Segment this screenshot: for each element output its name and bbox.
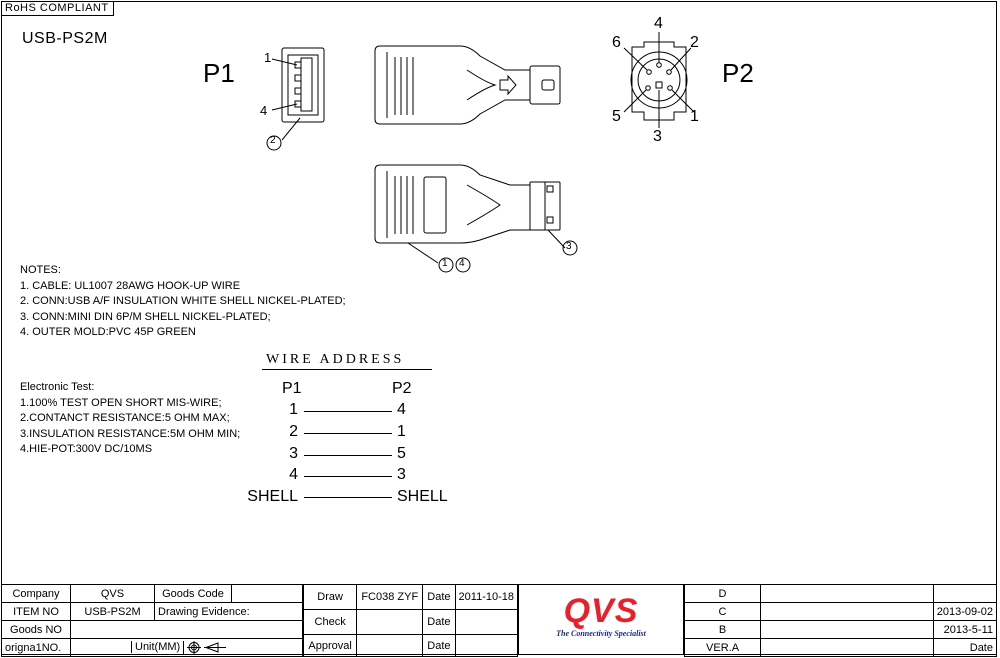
wire-col-p2-header: P2 [392, 380, 412, 397]
p2-pin-4-label: 4 [654, 15, 663, 32]
company-logo: QVS The Connectivity Specialist [518, 584, 684, 655]
p2-label: P2 [722, 58, 754, 88]
approval-date-label: Date [422, 634, 456, 657]
revision-date: 2013-5-11 [932, 620, 998, 639]
revision-description [760, 602, 934, 621]
wire-row-p2: 1 [397, 423, 406, 440]
original-no-label: origna1NO. [1, 638, 71, 657]
revision-description [760, 620, 934, 639]
company-value: QVS [70, 584, 155, 603]
logo-tagline: The Connectivity Specialist [556, 629, 646, 638]
unit-label: Unit(MM) [131, 641, 181, 654]
callout-3-label: 3 [566, 241, 572, 252]
wire-row-p1: 4 [289, 466, 298, 483]
revision-code: VER.A [683, 638, 762, 657]
wire-line [304, 411, 392, 412]
company-label: Company [1, 584, 71, 603]
side-view-top [374, 45, 561, 125]
revision-code: B [683, 620, 762, 639]
title-block-approvals: Draw FC038 ZYF Date 2011-10-18 Check Dat… [302, 584, 519, 657]
wire-row-p1: 2 [289, 423, 298, 440]
wire-row-p2: 4 [397, 401, 406, 418]
test-item: 1.100% TEST OPEN SHORT MIS-WIRE; [20, 396, 222, 409]
electronic-test-heading: Electronic Test: [20, 381, 95, 393]
unit-cell: Unit(MM) [70, 638, 303, 657]
goods-no-value [70, 620, 303, 639]
p2-pin-1-label: 1 [690, 108, 699, 125]
p2-pin-6-label: 6 [612, 34, 621, 51]
approval-label: Approval [302, 634, 358, 657]
revision-date: 2013-09-02 [932, 602, 998, 621]
revision-description [760, 584, 934, 603]
notes-heading: NOTES: [20, 264, 61, 276]
revision-date [932, 584, 998, 603]
check-date-label: Date [422, 609, 456, 635]
check-label: Check [302, 609, 358, 635]
wire-col-p1-header: P1 [282, 380, 302, 397]
p1-pin-top-label: 1 [264, 50, 272, 65]
wire-row-p1: 1 [289, 401, 298, 418]
side-view-bottom [374, 164, 578, 273]
goods-no-label: Goods NO [1, 620, 71, 639]
wire-line [304, 476, 392, 477]
logo-wordmark: QVS [563, 592, 639, 630]
drawing-evidence-label: Drawing Evidence: [154, 602, 303, 621]
goods-code-value [231, 584, 303, 603]
electronic-test-block: Electronic Test: 1.100% TEST OPEN SHORT … [20, 380, 240, 458]
wire-address-underline [262, 369, 432, 370]
draw-value: FC038 ZYF [356, 584, 424, 610]
item-no-value: USB-PS2M [70, 602, 155, 621]
check-value [356, 609, 424, 635]
drawing-title: USB-PS2M [22, 30, 108, 47]
test-item: 2.CONTANCT RESISTANCE:5 OHM MAX; [20, 412, 230, 424]
p2-pin-3-label: 3 [653, 128, 662, 145]
p2-pin-5-label: 5 [612, 108, 621, 125]
draw-date-value: 2011-10-18 [454, 584, 519, 610]
callout-2-label: 2 [270, 135, 276, 146]
test-item: 4.HIE-POT:300V DC/10MS [20, 443, 153, 455]
wire-line [304, 497, 392, 498]
note-item: 2. CONN:USB A/F INSULATION WHITE SHELL N… [20, 295, 346, 307]
revision-code: C [683, 602, 762, 621]
approval-value [356, 634, 424, 657]
draw-label: Draw [302, 584, 358, 610]
wire-row-p2: 5 [397, 445, 406, 462]
wire-row-p1: 3 [289, 445, 298, 462]
wire-address-title: WIRE ADDRESS [266, 352, 405, 367]
check-date-value [454, 609, 519, 635]
p1-pin-bottom-label: 4 [260, 103, 268, 118]
notes-block: NOTES: 1. CABLE: UL1007 28AWG HOOK-UP WI… [20, 263, 346, 341]
wire-line [304, 455, 392, 456]
projection-symbol [183, 641, 230, 654]
usb-a-end-view [266, 47, 325, 151]
callout-4-label: 4 [459, 258, 465, 269]
revision-description [760, 638, 934, 657]
p2-pin-2-label: 2 [690, 34, 699, 51]
callout-1-label: 1 [442, 258, 448, 269]
note-item: 3. CONN:MINI DIN 6P/M SHELL NICKEL-PLATE… [20, 310, 271, 323]
wire-line [304, 433, 392, 434]
projection-icon [187, 641, 227, 654]
rohs-badge: RoHS COMPLIANT [1, 1, 114, 16]
item-no-label: ITEM NO [1, 602, 71, 621]
approval-date-value [454, 634, 519, 657]
wire-row-p2: SHELL [397, 488, 448, 505]
title-block-left: Company QVS Goods Code ITEM NO USB-PS2M … [1, 584, 303, 657]
test-item: 3.INSULATION RESISTANCE:5M OHM MIN; [20, 427, 241, 440]
connector-drawing [266, 32, 695, 273]
mini-din-end-view [623, 32, 695, 128]
note-item: 4. OUTER MOLD:PVC 45P GREEN [20, 326, 196, 338]
wire-row-p2: 3 [397, 466, 406, 483]
note-item: 1. CABLE: UL1007 28AWG HOOK-UP WIRE [20, 279, 241, 292]
goods-code-label: Goods Code [154, 584, 232, 603]
revision-code: D [683, 584, 762, 603]
draw-date-label: Date [422, 584, 456, 610]
wire-row-p1: SHELL [247, 488, 298, 505]
p1-label: P1 [203, 58, 235, 88]
revision-table: D C 2013-09-02 B 2013-5-11 VER.A Date [683, 584, 998, 657]
revision-date: Date [932, 638, 998, 657]
